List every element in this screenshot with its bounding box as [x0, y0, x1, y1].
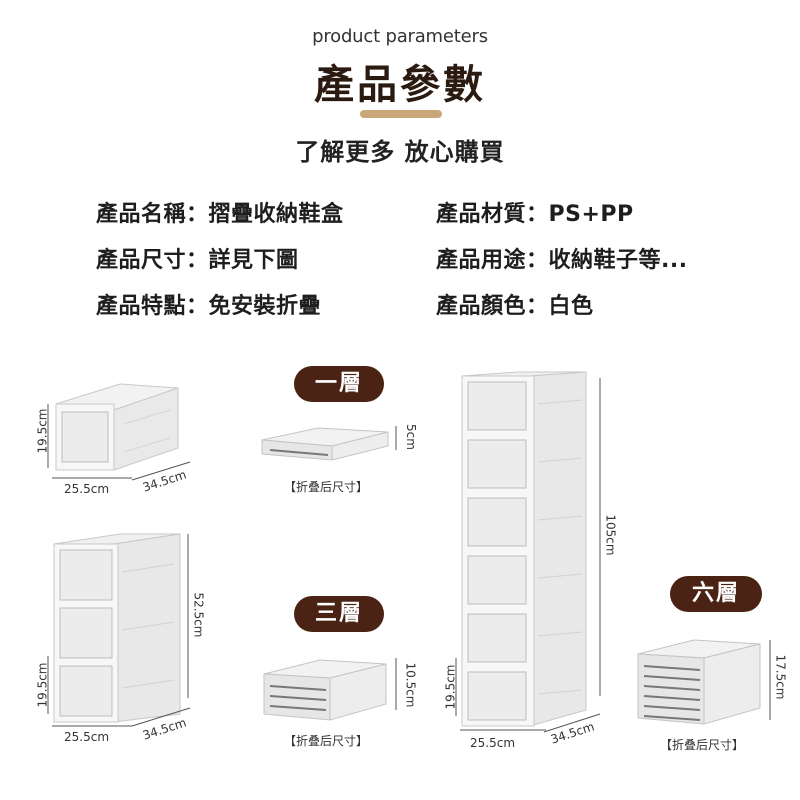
spec-label: 產品名稱： — [96, 202, 209, 227]
three-layer-folded-caption: 【折叠后尺寸】 — [284, 734, 369, 748]
six-layer-illustration — [461, 371, 587, 727]
three-layer-illustration — [53, 533, 181, 723]
three-layer-width-line — [52, 725, 132, 727]
spec-value: 摺疊收納鞋盒 — [208, 202, 344, 227]
one-layer-folded-height: 5cm — [403, 424, 418, 450]
spec-label: 產品材質： — [436, 202, 549, 227]
spec-size: 產品尺寸：詳見下圖 — [96, 242, 299, 274]
three-layer-total-height: 52.5cm — [191, 592, 206, 638]
three-layer-width: 25.5cm — [64, 730, 110, 744]
spec-label: 產品顏色： — [436, 294, 549, 319]
one-layer-height-line — [395, 426, 397, 450]
six-layer-total-height-line — [599, 378, 601, 696]
single-width-line — [52, 477, 132, 479]
spec-label: 產品特點： — [96, 294, 209, 319]
spec-label: 產品用途： — [436, 248, 549, 273]
spec-value: 詳見下圖 — [208, 248, 299, 273]
spec-label: 產品尺寸： — [96, 248, 209, 273]
six-layer-width-line — [460, 729, 546, 731]
subtitle-english: product parameters — [312, 26, 488, 47]
one-layer-folded-caption: 【折叠后尺寸】 — [284, 480, 369, 494]
spec-use: 產品用途：收納鞋子等... — [436, 242, 688, 274]
three-layer-folded-illustration — [263, 659, 387, 721]
page-title: 產品參數 — [314, 62, 486, 108]
single-height-line — [47, 404, 49, 468]
spec-feature: 產品特點：免安裝折疊 — [96, 288, 321, 320]
spec-value: 免安裝折疊 — [208, 294, 322, 319]
title-underline — [360, 110, 442, 118]
six-layer-folded-caption: 【折叠后尺寸】 — [660, 738, 745, 752]
tagline: 了解更多 放心購買 — [295, 138, 505, 166]
six-layer-folded-illustration — [637, 639, 761, 725]
three-layer-total-height-line — [187, 534, 189, 698]
variant-three-layer-pill: 三層 — [294, 596, 384, 632]
one-layer-folded-illustration — [261, 427, 389, 461]
six-layer-width: 25.5cm — [470, 736, 516, 750]
three-layer-folded-height-line — [395, 658, 397, 710]
three-layer-depth-line — [131, 707, 191, 727]
six-layer-total-height: 105cm — [603, 514, 618, 556]
spec-value: PS+PP — [548, 202, 634, 227]
spec-name: 產品名稱：摺疊收納鞋盒 — [96, 196, 344, 228]
three-layer-folded-height: 10.5cm — [403, 662, 418, 708]
six-layer-unit-height-line — [455, 658, 457, 716]
six-layer-folded-height-line — [769, 640, 771, 720]
variant-one-layer-pill: 一層 — [294, 366, 384, 402]
single-width-label: 25.5cm — [64, 482, 110, 496]
six-layer-depth-line — [543, 713, 601, 733]
spec-color: 產品顏色：白色 — [436, 288, 594, 320]
six-layer-folded-height: 17.5cm — [773, 654, 788, 700]
three-layer-unit-height-line — [47, 656, 49, 714]
single-box-illustration — [55, 383, 179, 471]
spec-value: 收納鞋子等... — [548, 248, 688, 273]
spec-material: 產品材質：PS+PP — [436, 196, 634, 228]
spec-value: 白色 — [548, 294, 594, 319]
variant-six-layer-pill: 六層 — [670, 576, 762, 612]
single-depth-line — [131, 461, 191, 481]
